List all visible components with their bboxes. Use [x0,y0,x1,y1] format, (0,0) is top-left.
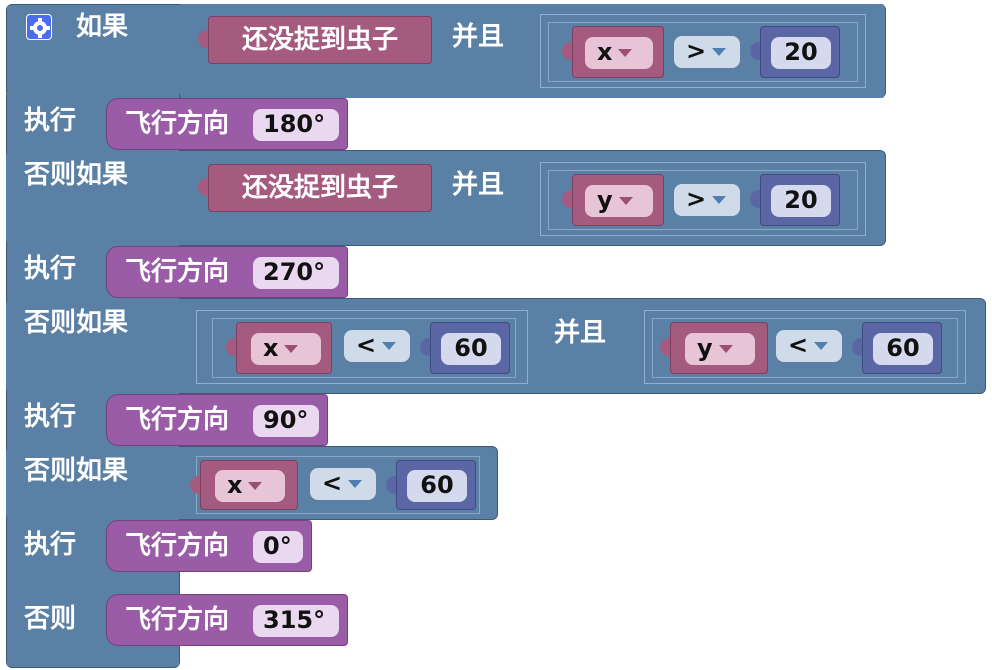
var-name-3: x [263,334,279,362]
degree-sign-5: ° [313,606,326,634]
var-name-2: y [597,186,613,214]
else-if-label-2: 否则如果 [24,308,129,338]
var-block-4[interactable]: y [670,322,768,374]
number-field-4[interactable]: 60 [873,333,933,365]
op-dropdown-2[interactable]: > [674,184,740,216]
var-block-5[interactable]: x [200,460,298,510]
var-name-5: x [227,471,243,499]
and-label-3: 并且 [554,318,607,348]
op-dropdown-3[interactable]: < [344,330,410,362]
number-block-1[interactable]: 20 [760,26,840,78]
op-symbol-1: > [686,37,707,65]
fly-direction-block-4[interactable]: 飞行方向 0° [106,520,312,572]
fly-direction-label-5: 飞行方向 [125,605,230,635]
var-dropdown-2[interactable]: y [585,185,653,217]
dropdown-arrow-icon [382,342,397,350]
angle-value-2: 270 [263,258,314,286]
number-block-3[interactable]: 60 [430,322,510,374]
connector-tab [562,190,572,208]
angle-value-5: 315 [263,606,314,634]
degree-sign-3: ° [296,406,309,434]
degree-sign-1: ° [313,110,326,138]
angle-value-4: 0 [263,532,280,560]
var-dropdown-1[interactable]: x [585,37,653,69]
fly-direction-block-3[interactable]: 飞行方向 90° [106,394,328,446]
degree-sign-2: ° [313,258,326,286]
op-symbol-3: < [356,331,377,359]
number-field-2[interactable]: 20 [771,185,831,217]
and-label-1: 并且 [452,22,505,52]
do-label-1: 执行 [24,106,77,136]
angle-field-3[interactable]: 90° [253,405,319,437]
dropdown-arrow-icon [284,345,299,353]
dropdown-arrow-icon [718,345,733,353]
number-block-5[interactable]: 60 [396,460,476,510]
not-caught-block-1[interactable]: 还没捉到虫子 [208,16,432,64]
number-field-3[interactable]: 60 [441,333,501,365]
var-dropdown-5[interactable]: x [215,470,285,502]
number-field-1[interactable]: 20 [771,37,831,69]
dropdown-arrow-icon [348,480,363,488]
number-block-2[interactable]: 20 [760,174,840,226]
do-label-4: 执行 [24,530,77,560]
angle-field-4[interactable]: 0° [253,531,303,563]
connector-tab [226,338,236,356]
angle-field-1[interactable]: 180° [253,109,339,141]
gear-icon-glyph [30,18,50,38]
fly-direction-label-1: 飞行方向 [125,109,230,139]
and-label-2: 并且 [452,170,505,200]
var-block-2[interactable]: y [572,174,664,226]
connector-tab [750,190,760,208]
else-if-label-1: 否则如果 [24,160,129,190]
var-block-1[interactable]: x [572,26,664,78]
dropdown-arrow-icon [248,482,263,490]
else-label: 否则 [24,604,77,634]
connector-tab [198,178,208,196]
else-if-label-3: 否则如果 [24,456,129,486]
fly-direction-label-2: 飞行方向 [125,257,230,287]
number-block-4[interactable]: 60 [862,322,942,374]
dropdown-arrow-icon [618,49,633,57]
not-caught-block-2[interactable]: 还没捉到虫子 [208,164,432,212]
angle-field-5[interactable]: 315° [253,605,339,637]
connector-tab [562,42,572,60]
var-name-4: y [697,334,713,362]
dropdown-arrow-icon [712,48,727,56]
connector-tab [386,476,396,494]
op-dropdown-4[interactable]: < [776,330,842,362]
fly-direction-label-3: 飞行方向 [125,405,230,435]
connector-tab [852,338,862,356]
var-dropdown-3[interactable]: x [251,333,321,365]
op-symbol-2: > [686,185,707,213]
number-field-5[interactable]: 60 [407,470,467,502]
fly-direction-block-5[interactable]: 飞行方向 315° [106,594,348,646]
var-dropdown-4[interactable]: y [685,333,755,365]
fly-direction-label-4: 飞行方向 [125,531,230,561]
if-label: 如果 [76,12,129,42]
dropdown-arrow-icon [712,196,727,204]
do-label-2: 执行 [24,254,77,284]
op-symbol-4: < [788,331,809,359]
dropdown-arrow-icon [618,197,633,205]
do-label-3: 执行 [24,402,77,432]
var-name-1: x [597,38,613,66]
angle-value-3: 90 [263,406,297,434]
fly-direction-block-2[interactable]: 飞行方向 270° [106,246,348,298]
var-block-3[interactable]: x [236,322,332,374]
angle-value-1: 180 [263,110,314,138]
op-dropdown-5[interactable]: < [310,468,376,500]
gear-icon[interactable] [26,14,52,40]
connector-tab [750,42,760,60]
fly-direction-block-1[interactable]: 飞行方向 180° [106,98,348,150]
dropdown-arrow-icon [814,342,829,350]
connector-tab [190,476,200,494]
op-dropdown-1[interactable]: > [674,36,740,68]
connector-tab [420,338,430,356]
degree-sign-4: ° [279,532,292,560]
connector-tab [660,338,670,356]
angle-field-2[interactable]: 270° [253,257,339,289]
connector-tab [198,30,208,48]
op-symbol-5: < [322,469,343,497]
